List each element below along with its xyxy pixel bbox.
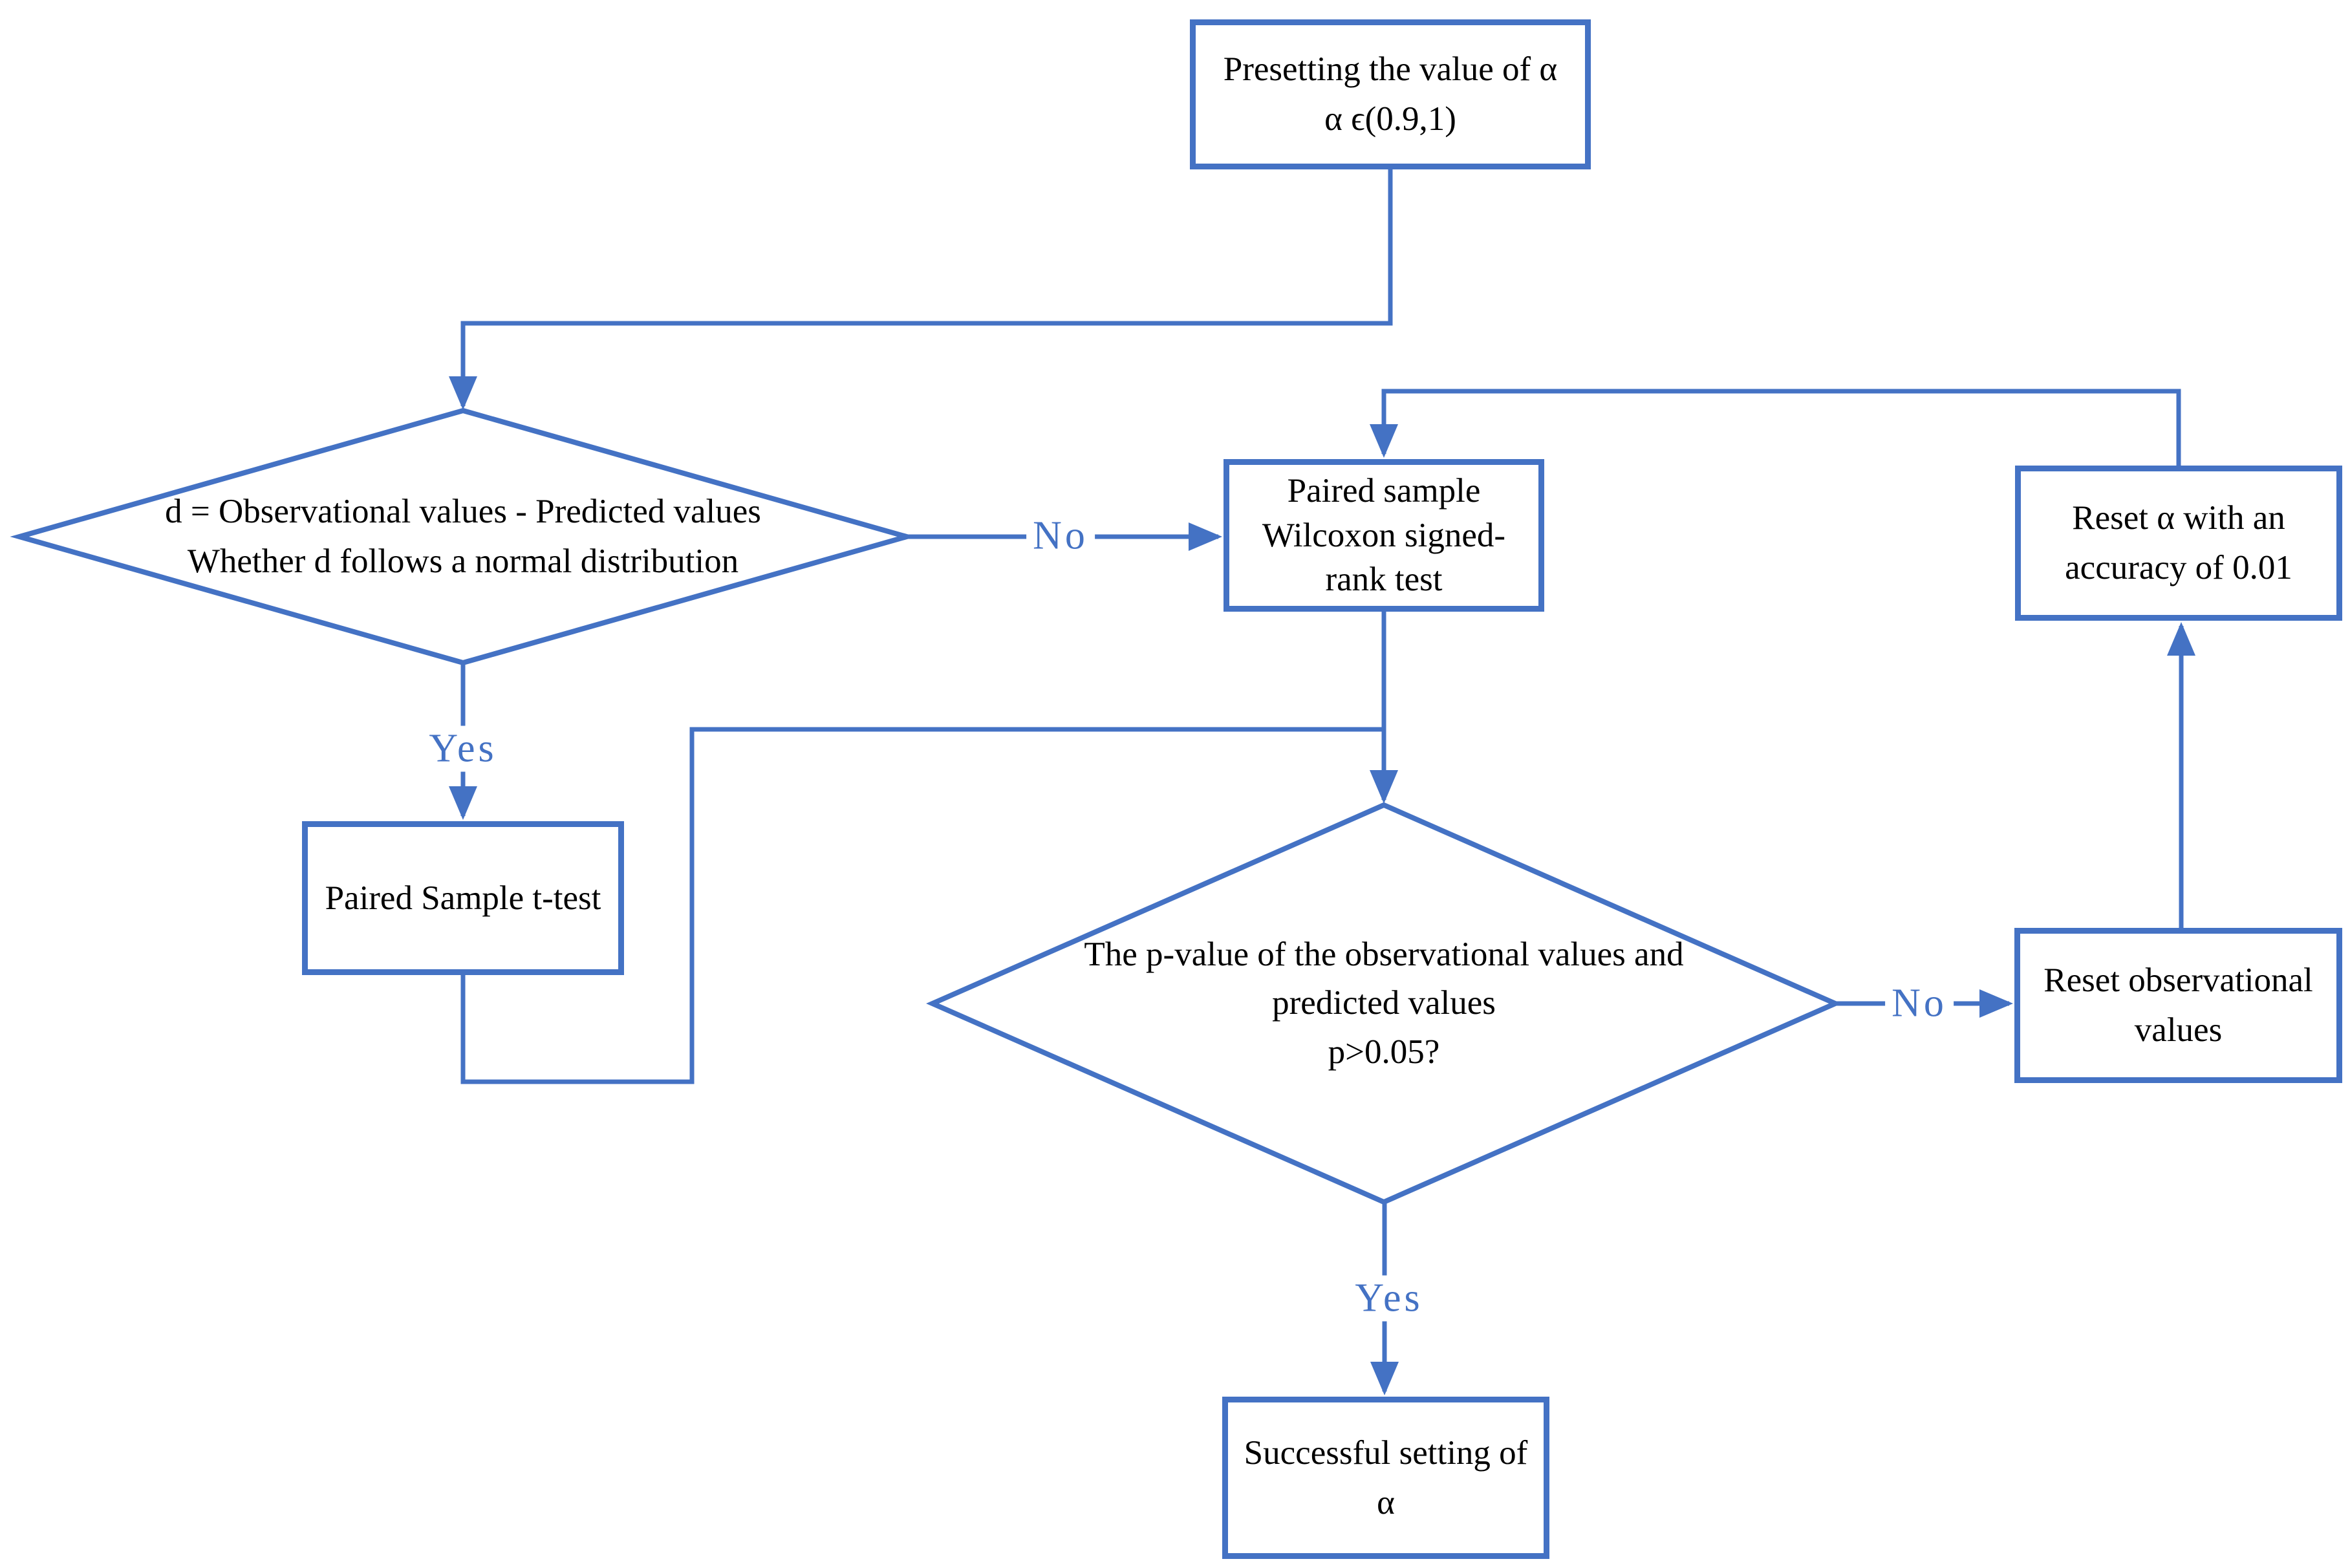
label-no-normality: No	[1026, 513, 1095, 559]
node-wilcoxon-test: Paired sample Wilcoxon signed- rank test	[1224, 459, 1544, 612]
node-preset-alpha-line2: α ϵ(0.9,1)	[1324, 100, 1456, 138]
label-yes-pvalue: Yes	[1348, 1275, 1430, 1322]
node-reset-alpha: Reset α with an accuracy of 0.01	[2015, 466, 2342, 621]
node-preset-alpha-line1: Presetting the value of α	[1223, 50, 1558, 89]
node-preset-alpha: Presetting the value of α α ϵ(0.9,1)	[1190, 19, 1591, 169]
decision-pvalue-line1: The p-value of the observational values …	[1084, 936, 1684, 974]
node-paired-t-test: Paired Sample t-test	[302, 821, 624, 975]
node-wilcoxon-line1: Paired sample	[1287, 471, 1481, 510]
edge-preset-to-normality	[449, 169, 1393, 410]
edge-ttest-to-pvalue-junction	[460, 727, 1384, 1084]
node-paired-t-test-line1: Paired Sample t-test	[325, 879, 601, 917]
decision-pvalue-text: The p-value of the observational values …	[964, 892, 1804, 1115]
node-wilcoxon-line3: rank test	[1325, 561, 1443, 599]
node-success-line1: Successful setting of	[1244, 1434, 1528, 1472]
node-reset-observational: Reset observational values	[2014, 928, 2342, 1083]
decision-normality-line1: d = Observational values - Predicted val…	[165, 493, 761, 531]
decision-normality-text: d = Observational values - Predicted val…	[75, 453, 851, 621]
decision-pvalue-line3: p>0.05?	[1328, 1033, 1440, 1071]
label-yes-normality: Yes	[422, 725, 504, 772]
node-reset-alpha-line1: Reset α with an	[2072, 499, 2285, 537]
node-reset-alpha-line2: accuracy of 0.01	[2065, 549, 2292, 586]
node-success: Successful setting of α	[1222, 1397, 1549, 1559]
node-reset-obs-line1: Reset observational	[2043, 961, 2313, 1000]
node-success-line2: α	[1377, 1483, 1395, 1521]
node-reset-obs-line2: values	[2134, 1011, 2223, 1049]
decision-normality-line2: Whether d follows a normal distribution	[187, 542, 739, 580]
label-no-pvalue: No	[1885, 980, 1954, 1027]
decision-pvalue-line2: predicted values	[1272, 984, 1496, 1022]
node-wilcoxon-line2: Wilcoxon signed-	[1262, 516, 1506, 554]
edge-reset-alpha-to-wilcoxon	[1370, 389, 2181, 466]
